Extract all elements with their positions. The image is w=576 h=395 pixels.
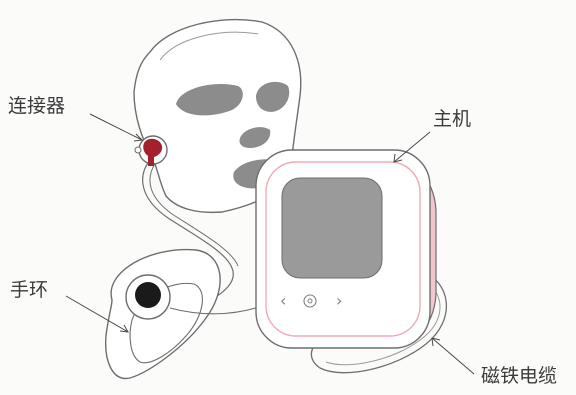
leader-band-arrow <box>119 324 129 333</box>
leader-cable-arrow <box>431 337 441 347</box>
host-power-button <box>303 294 317 308</box>
mask-inner-edge <box>159 31 259 61</box>
host-left-arrow: ‹ <box>280 291 286 310</box>
magnetic-cable-outer <box>310 269 448 374</box>
magnetic-cable-inner <box>325 279 441 366</box>
label-magnetic-cable: 磁铁电缆 <box>481 365 558 387</box>
leader-band <box>65 295 129 333</box>
magnetic-cable <box>310 269 448 374</box>
mask-nose <box>239 127 271 148</box>
host-device: ‹ › <box>255 149 437 349</box>
connector-cable-inner <box>149 161 239 267</box>
leader-cable <box>431 337 475 375</box>
host-screen <box>281 177 383 279</box>
mask-right-eye <box>256 81 290 112</box>
label-connector: 连接器 <box>8 95 66 117</box>
leader-host-arrow <box>393 153 403 163</box>
leader-lines <box>65 113 475 375</box>
label-host: 主机 <box>433 108 472 130</box>
wristband <box>105 248 263 380</box>
connector-clip <box>143 138 163 166</box>
host-power-button-dot <box>307 298 313 304</box>
mask-left-eye <box>176 84 243 116</box>
label-wristband: 手环 <box>10 279 49 301</box>
leader-connector <box>89 113 143 141</box>
wristband-lead <box>169 305 263 315</box>
host-right-arrow: › <box>336 291 342 310</box>
host-face-pink <box>265 161 421 337</box>
connector-pin <box>134 146 142 154</box>
connector-cable <box>142 159 234 301</box>
connector <box>134 135 168 166</box>
leader-host <box>393 131 431 163</box>
leader-connector-arrow <box>133 133 144 142</box>
wristband-sensor <box>135 282 161 308</box>
